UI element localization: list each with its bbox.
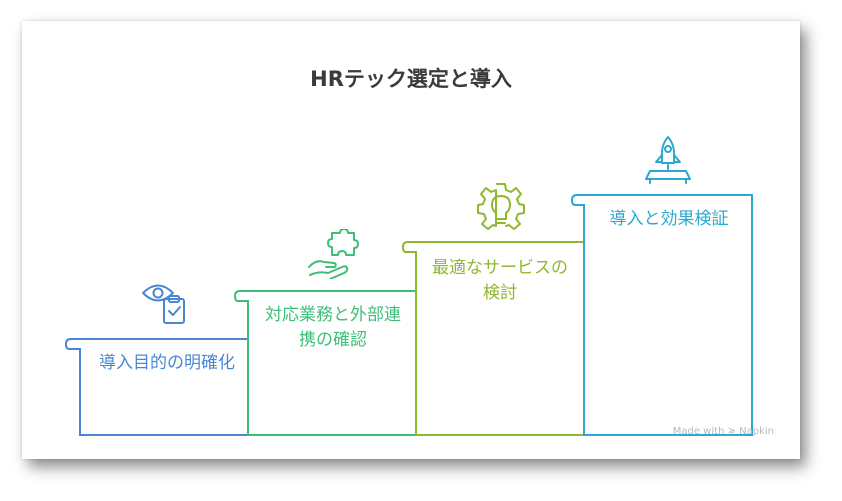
napkin-watermark[interactable]: Made with ≽ Napkin <box>672 426 774 437</box>
diagram-card: HRテック選定と導入 <box>22 21 800 459</box>
step-1-label: 導入目的の明確化 <box>99 353 235 373</box>
step-1-outline <box>64 338 249 436</box>
step-4-label: 導入と効果検証 <box>609 209 729 229</box>
step-3-outline <box>401 241 585 436</box>
diagram-title: HRテック選定と導入 <box>310 67 512 91</box>
step-2-outline <box>233 290 417 436</box>
puzzle-hand-icon <box>308 229 359 279</box>
rocket-launch-icon <box>645 136 691 184</box>
step-2-label: 対応業務と外部連携の確認 <box>265 305 401 350</box>
step-3-label: 最適なサービスの検討 <box>432 258 568 303</box>
step-4-outline <box>570 194 753 436</box>
eye-clipboard-icon <box>142 284 185 324</box>
gear-lightbulb-icon <box>477 183 525 230</box>
staircase <box>64 194 753 436</box>
